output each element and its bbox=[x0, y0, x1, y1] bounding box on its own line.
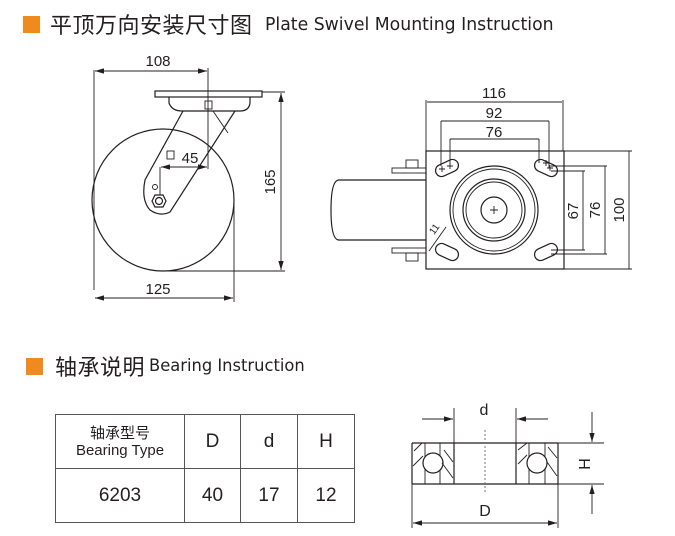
swivel-housing bbox=[168, 97, 251, 112]
center-mark-icon bbox=[490, 206, 498, 214]
dim-hole-span-inner: 76 bbox=[486, 124, 503, 141]
orange-square-icon bbox=[26, 357, 43, 375]
dim-wheel-diameter: 125 bbox=[145, 281, 170, 298]
axle-nut-icon bbox=[151, 194, 167, 208]
bearing-label-d: d bbox=[480, 402, 489, 419]
cell-d: 17 bbox=[240, 468, 298, 523]
square-symbol-icon bbox=[166, 150, 175, 160]
bearing-cross-section: d H D bbox=[411, 402, 604, 528]
bearing-race-right bbox=[517, 442, 558, 484]
top-plate bbox=[154, 90, 263, 98]
bolt-bottom-icon bbox=[405, 252, 419, 262]
section-title-en: Plate Swivel Mounting Instruction bbox=[264, 13, 554, 35]
header-H: H bbox=[297, 414, 355, 469]
dim-plate-width: 116 bbox=[482, 85, 506, 102]
header-type-cn: 轴承型号 bbox=[89, 423, 150, 442]
bolt-top-icon bbox=[405, 159, 419, 169]
kingpin-circle bbox=[480, 196, 508, 224]
cell-H: 12 bbox=[297, 468, 355, 523]
mounting-slot bbox=[533, 242, 559, 262]
grease-nipple-icon bbox=[152, 184, 158, 190]
side-view-drawing: 108 45 165 125 bbox=[91, 53, 285, 302]
header-d: d bbox=[240, 414, 298, 469]
section-heading-bearing: 轴承说明 Bearing Instruction bbox=[26, 352, 311, 381]
table-header-row: 轴承型号 Bearing Type D d H bbox=[55, 414, 355, 469]
fork-bracket-bottom bbox=[391, 247, 427, 254]
section-title-en: Bearing Instruction bbox=[149, 356, 305, 376]
wheel-top-view bbox=[330, 179, 426, 241]
mounting-plate bbox=[425, 150, 565, 270]
fork-leg bbox=[143, 110, 236, 215]
dim-hole-span-v-outer: 76 bbox=[587, 202, 604, 219]
dim-offset: 45 bbox=[182, 150, 199, 167]
fork-bracket-top bbox=[391, 167, 427, 174]
wheel-outline bbox=[91, 128, 235, 272]
swivel-ring-3 bbox=[462, 178, 526, 242]
section-title-cn: 轴承说明 bbox=[55, 356, 146, 381]
header-D: D bbox=[184, 414, 241, 469]
mounting-slot bbox=[434, 242, 460, 262]
kingpin-nut bbox=[204, 100, 213, 110]
section-heading-mounting: 平顶万向安装尺寸图 Plate Swivel Mounting Instruct… bbox=[23, 10, 565, 39]
dim-hole-span-v-inner: 67 bbox=[565, 203, 582, 220]
orange-square-icon bbox=[23, 15, 40, 33]
swivel-ring-outer bbox=[449, 165, 539, 255]
dim-hole-span-outer: 92 bbox=[486, 105, 503, 122]
table-row: 6203 40 17 12 bbox=[55, 468, 355, 523]
dim-top-width: 108 bbox=[145, 53, 170, 70]
mounting-slot bbox=[434, 158, 460, 178]
bearing-table: 轴承型号 Bearing Type D d H 6203 40 17 12 bbox=[55, 414, 355, 523]
section-title-cn: 平顶万向安装尺寸图 bbox=[50, 14, 253, 39]
cell-D: 40 bbox=[184, 468, 241, 523]
fork-rib bbox=[212, 110, 229, 134]
dim-plate-length: 100 bbox=[611, 197, 628, 222]
bearing-label-D: D bbox=[479, 503, 491, 520]
dim-height: 165 bbox=[262, 169, 279, 194]
swivel-ring-4 bbox=[465, 181, 523, 239]
cell-type: 6203 bbox=[55, 468, 185, 523]
bearing-race-left bbox=[412, 442, 454, 484]
top-view-drawing: 11 116 92 76 100 76 67 bbox=[330, 85, 632, 270]
bearing-label-H: H bbox=[577, 458, 594, 470]
header-type-en: Bearing Type bbox=[75, 441, 165, 459]
axle-icon bbox=[154, 196, 164, 206]
swivel-ring-2 bbox=[452, 168, 536, 252]
header-bearing-type: 轴承型号 Bearing Type bbox=[55, 414, 185, 469]
